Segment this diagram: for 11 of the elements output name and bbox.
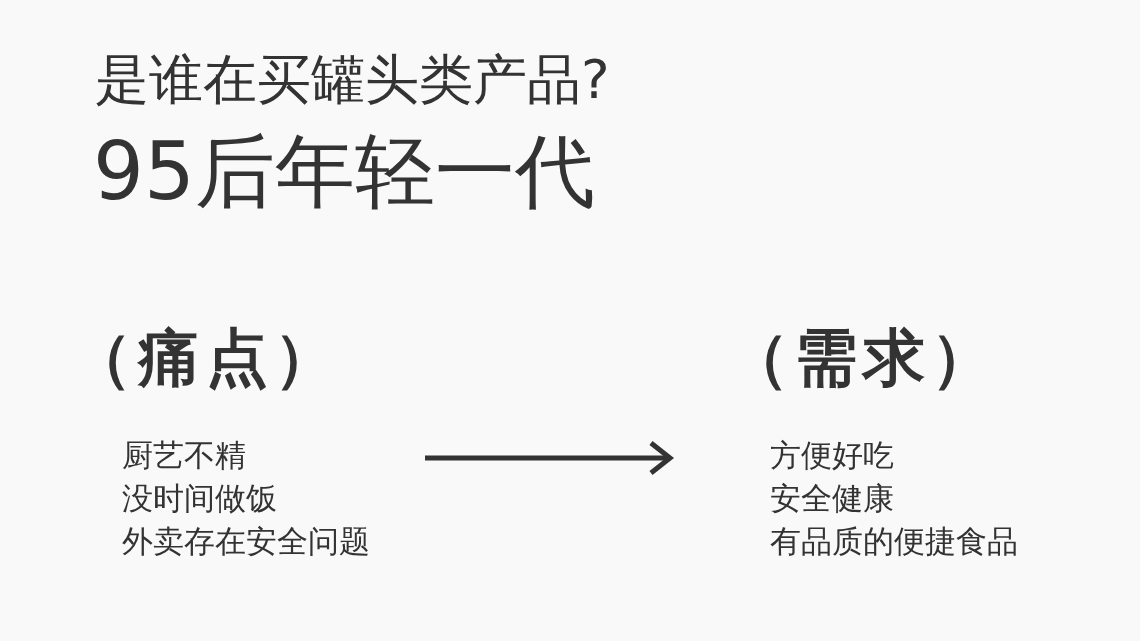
list-item: 厨艺不精 bbox=[122, 436, 247, 475]
section-heading: （需求） bbox=[727, 320, 1000, 396]
list-item: 没时间做饭 bbox=[122, 479, 278, 518]
subtitle: 95后年轻一代 bbox=[93, 124, 595, 220]
arrow bbox=[425, 440, 673, 476]
section-heading: （痛点） bbox=[70, 320, 343, 396]
list-item: 有品质的便捷食品 bbox=[770, 522, 1018, 561]
list-item: 方便好吃 bbox=[770, 436, 895, 475]
list-item: 外卖存在安全问题 bbox=[122, 522, 370, 561]
list-item: 安全健康 bbox=[770, 479, 895, 518]
title: 是谁在买罐头类产品? bbox=[95, 48, 610, 112]
